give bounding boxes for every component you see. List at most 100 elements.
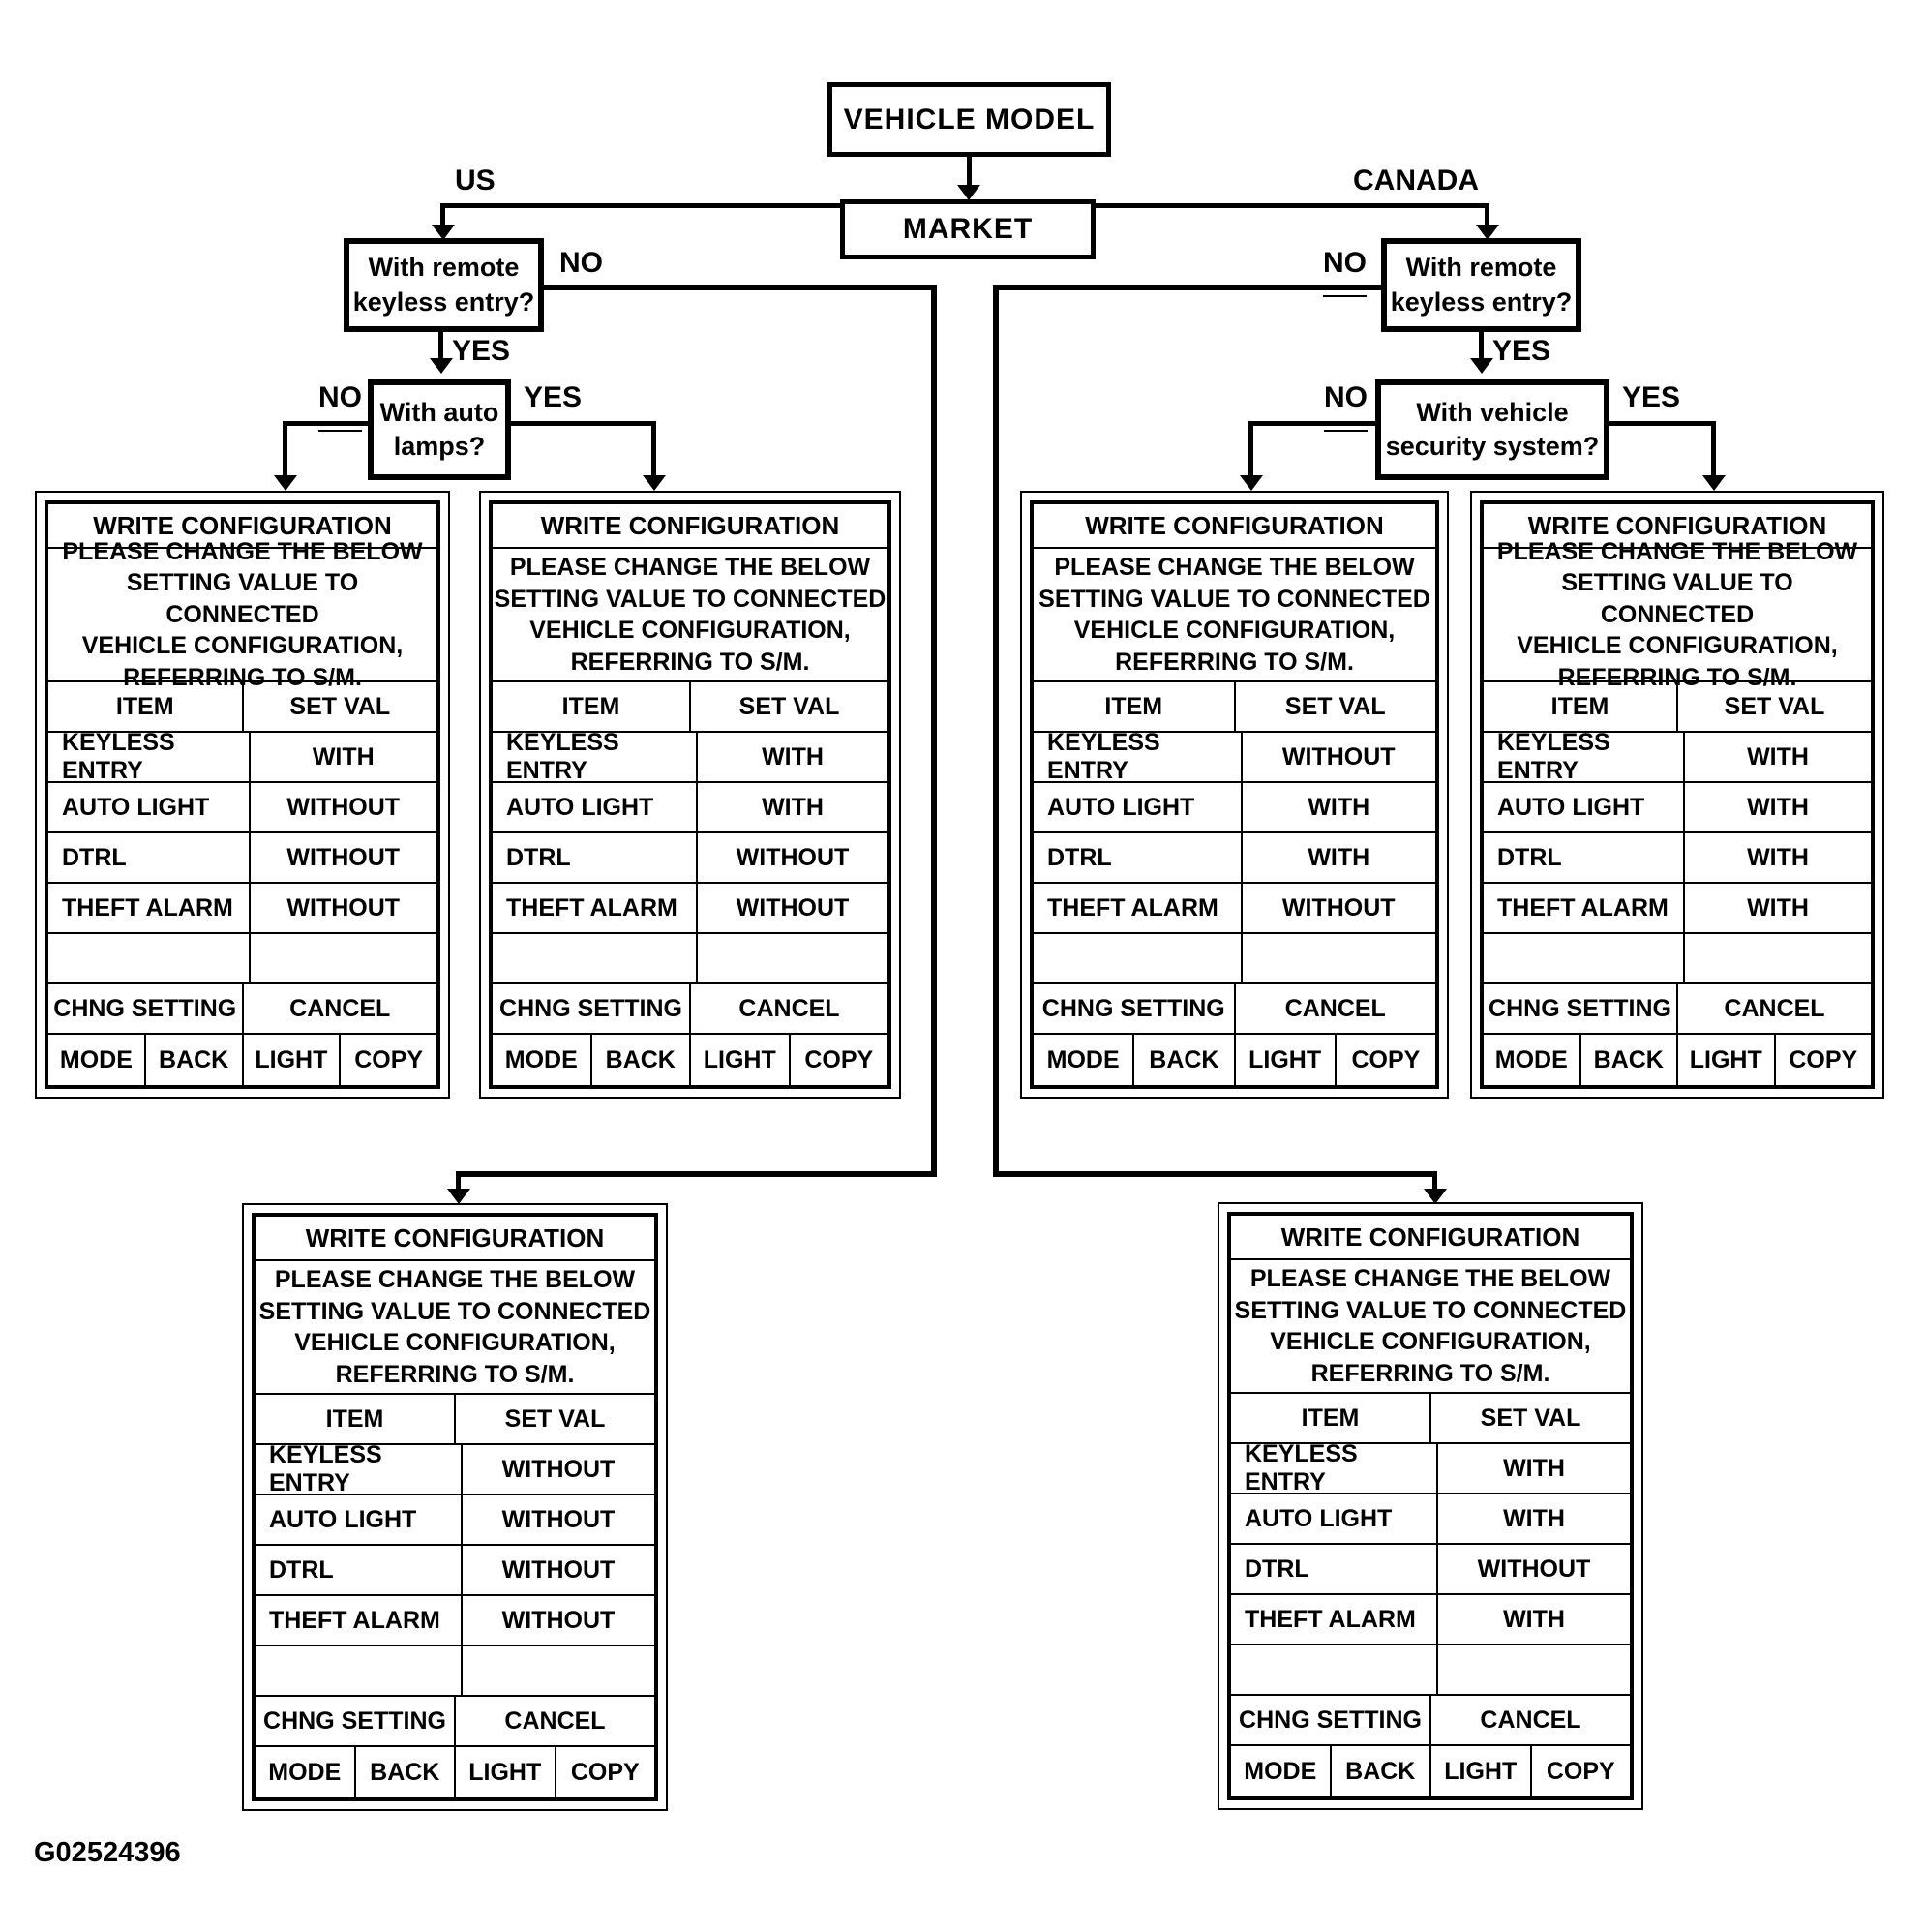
table-row: DTRL WITHOUT xyxy=(48,833,436,884)
cancel-button: CANCEL xyxy=(1724,994,1825,1022)
message-line: REFERRING TO S/M. xyxy=(570,648,810,676)
edge-label-yes: YES xyxy=(452,335,511,367)
arrow-down-icon xyxy=(274,475,297,491)
write-config-panel-canada-security: WRITE CONFIGURATION PLEASE CHANGE THE BE… xyxy=(1470,491,1884,1099)
us-keyless-entry-decision: With remote keyless entry? xyxy=(344,238,544,332)
table-row: AUTO LIGHT WITHOUT xyxy=(256,1495,654,1546)
item-cell: THEFT ALARM xyxy=(493,884,698,932)
table-row-empty xyxy=(1231,1645,1630,1696)
actions-row: CHNG SETTING CANCEL xyxy=(1034,984,1435,1035)
table-row-empty xyxy=(1484,934,1871,984)
item-column-header: ITEM xyxy=(256,1395,456,1443)
arrow-down-icon xyxy=(1702,475,1726,491)
item-cell: KEYLESS ENTRY xyxy=(1484,729,1685,784)
item-cell xyxy=(1231,1645,1438,1694)
item-cell: KEYLESS ENTRY xyxy=(48,729,251,784)
actions-row: CHNG SETTING CANCEL xyxy=(256,1697,654,1747)
table-row: DTRL WITH xyxy=(1484,833,1871,884)
table-row-empty xyxy=(1034,934,1435,984)
message-line: PLEASE CHANGE THE BELOW xyxy=(62,537,423,565)
table-row: AUTO LIGHT WITHOUT xyxy=(48,783,436,833)
message-line: PLEASE CHANGE THE BELOW xyxy=(1496,537,1858,565)
arrow-down-icon xyxy=(1470,358,1493,374)
item-column-header: ITEM xyxy=(1231,1394,1431,1442)
value-cell: WITH xyxy=(1747,893,1809,921)
table-row: KEYLESS ENTRY WITHOUT xyxy=(1034,729,1435,784)
mode-button: MODE xyxy=(256,1747,356,1797)
item-cell: AUTO LIGHT xyxy=(1231,1494,1438,1543)
table-row: THEFT ALARM WITHOUT xyxy=(1034,884,1435,934)
table-header-row: ITEM SET VAL xyxy=(48,682,436,733)
actions-row: CHNG SETTING CANCEL xyxy=(48,984,436,1035)
edge-us-no-line xyxy=(456,1171,937,1177)
item-cell: THEFT ALARM xyxy=(48,884,251,932)
table-row: DTRL WITHOUT xyxy=(256,1546,654,1596)
edge-us-line xyxy=(440,203,445,228)
table-row: AUTO LIGHT WITH xyxy=(1034,783,1435,833)
copy-button: COPY xyxy=(1546,1757,1615,1785)
item-cell xyxy=(256,1646,463,1695)
softkey-row: MODE BACK LIGHT COPY xyxy=(1484,1035,1871,1085)
edge-security-yes-line xyxy=(1609,421,1716,426)
edge-security-no-line xyxy=(1248,421,1253,478)
value-cell: WITH xyxy=(1308,793,1370,821)
table-row: DTRL WITH xyxy=(1034,833,1435,884)
edge-label-no: NO xyxy=(318,381,362,432)
value-cell xyxy=(463,1646,654,1695)
item-cell: AUTO LIGHT xyxy=(493,783,698,831)
value-cell xyxy=(698,934,887,982)
message-line: SETTING VALUE TO CONNECTED xyxy=(1234,1296,1627,1324)
value-cell: WITHOUT xyxy=(286,843,401,871)
edge-auto-lamps-no-line xyxy=(283,421,287,478)
edge-canada-no-line xyxy=(1432,1171,1437,1192)
value-cell: WITHOUT xyxy=(501,1555,616,1584)
back-button: BACK xyxy=(1332,1746,1431,1796)
vehicle-model-node: VEHICLE MODEL xyxy=(827,82,1111,157)
item-cell: DTRL xyxy=(1034,833,1243,882)
edge-label-us: US xyxy=(455,165,496,196)
cancel-button: CANCEL xyxy=(504,1706,606,1735)
edge-us-no-line xyxy=(931,285,937,1177)
table-row: THEFT ALARM WITH xyxy=(1484,884,1871,934)
mode-button: MODE xyxy=(48,1035,146,1085)
edge-label-yes: YES xyxy=(524,381,583,413)
message-line: SETTING VALUE TO CONNECTED xyxy=(494,585,887,613)
table-header-row: ITEM SET VAL xyxy=(1484,682,1871,733)
softkey-row: MODE BACK LIGHT COPY xyxy=(493,1035,887,1085)
item-cell xyxy=(1034,934,1243,982)
arrow-down-icon xyxy=(1476,225,1499,240)
write-config-panel-us-autolamps: WRITE CONFIGURATION PLEASE CHANGE THE BE… xyxy=(479,491,901,1099)
table-row: DTRL WITHOUT xyxy=(1231,1545,1630,1595)
item-cell: KEYLESS ENTRY xyxy=(493,729,698,784)
message-line: REFERRING TO S/M. xyxy=(1115,648,1354,676)
mode-button: MODE xyxy=(493,1035,592,1085)
message-line: VEHICLE CONFIGURATION, xyxy=(1517,632,1838,660)
write-config-panel-canada-no-security: WRITE CONFIGURATION PLEASE CHANGE THE BE… xyxy=(1020,491,1449,1099)
cancel-button: CANCEL xyxy=(289,994,391,1022)
write-config-panel-canada-no-keyless: WRITE CONFIGURATION PLEASE CHANGE THE BE… xyxy=(1218,1202,1643,1810)
setval-column-header: SET VAL xyxy=(1480,1404,1581,1432)
message-line: REFERRING TO S/M. xyxy=(335,1360,575,1388)
table-row: THEFT ALARM WITH xyxy=(1231,1595,1630,1645)
value-cell: WITHOUT xyxy=(736,893,850,921)
actions-row: CHNG SETTING CANCEL xyxy=(1484,984,1871,1035)
softkey-row: MODE BACK LIGHT COPY xyxy=(1034,1035,1435,1085)
message-line: PLEASE CHANGE THE BELOW xyxy=(509,554,871,581)
copy-button: COPY xyxy=(804,1045,874,1073)
panel-title: WRITE CONFIGURATION xyxy=(1484,504,1871,549)
copy-button: COPY xyxy=(1789,1045,1858,1073)
table-row: AUTO LIGHT WITH xyxy=(493,783,887,833)
message-line: SETTING VALUE TO CONNECTED xyxy=(1561,569,1793,628)
message-line: VEHICLE CONFIGURATION, xyxy=(81,632,404,660)
item-cell: THEFT ALARM xyxy=(1034,884,1243,932)
message-line: VEHICLE CONFIGURATION, xyxy=(294,1329,616,1356)
arrow-down-icon xyxy=(447,1189,470,1204)
item-cell: DTRL xyxy=(1484,833,1685,882)
arrow-down-icon xyxy=(957,185,980,200)
panel-title: WRITE CONFIGURATION xyxy=(1231,1216,1630,1260)
copy-button: COPY xyxy=(1351,1045,1421,1073)
table-row-empty xyxy=(256,1646,654,1697)
edge-label-yes: YES xyxy=(1492,335,1551,367)
setval-column-header: SET VAL xyxy=(289,692,391,720)
light-button: LIGHT xyxy=(244,1035,342,1085)
